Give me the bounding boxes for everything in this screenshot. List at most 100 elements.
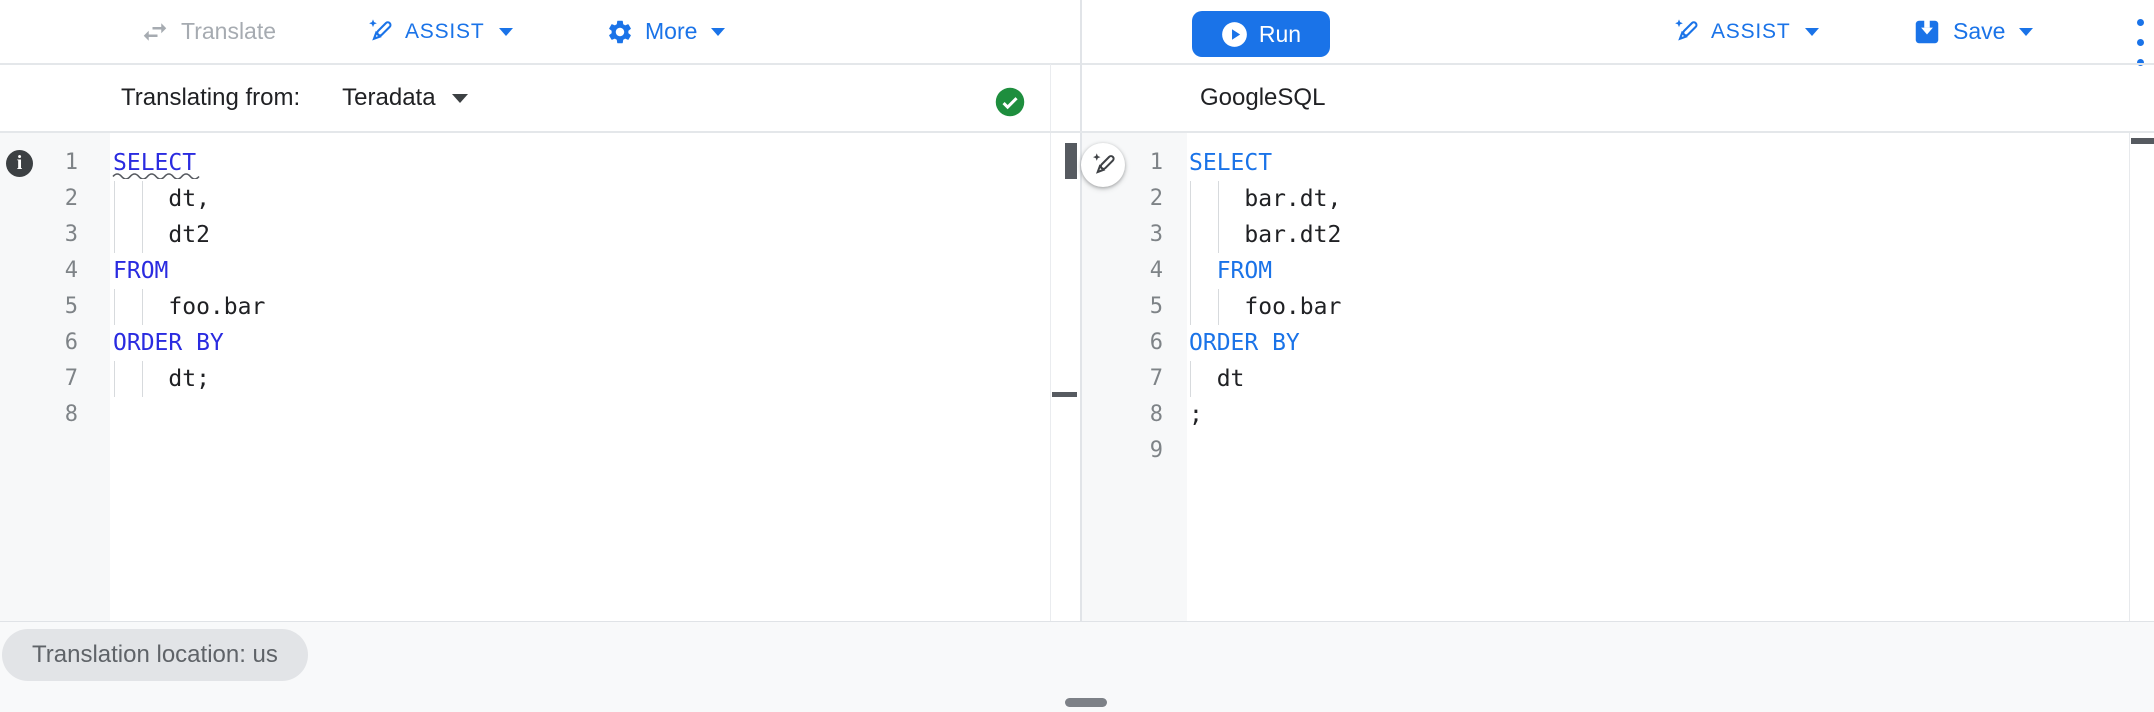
three-dot-vertical-icon: [2137, 19, 2144, 26]
code-line: [1189, 433, 1341, 469]
code-line: bar.dt,: [1189, 181, 1341, 217]
source-vertical-scrollbar-thumb[interactable]: [1065, 143, 1077, 179]
indent-guide: [114, 289, 115, 325]
line-number: 8: [64, 402, 78, 427]
save-dropdown[interactable]: Save: [1912, 0, 2034, 63]
chevron-down-icon: [2019, 27, 2034, 36]
translating-from-label: Translating from:: [121, 84, 301, 111]
indent-guide: [141, 361, 143, 397]
header-divider: [0, 63, 2154, 65]
target-scrollbar-thumb[interactable]: [2131, 138, 2154, 144]
source-horizontal-scrollbar-thumb[interactable]: [1052, 392, 1077, 397]
code-line: ORDER BY: [113, 325, 265, 361]
code-line: SELECT: [112, 145, 265, 181]
code-line: [113, 397, 265, 433]
assist-button-label: ASSIST: [1711, 19, 1791, 43]
swap-horizontal-icon: [143, 22, 167, 41]
line-number: 1: [64, 150, 78, 175]
code-line: FROM: [113, 253, 265, 289]
line-number: 4: [64, 258, 78, 283]
translate-button[interactable]: Translate: [140, 0, 276, 63]
line-number: 2: [64, 186, 78, 211]
code-text: SELECT: [1189, 150, 1273, 176]
code-line: foo.bar: [113, 289, 265, 325]
indent-guide: [141, 217, 143, 253]
assist-dropdown-right[interactable]: ASSIST: [1672, 0, 1819, 63]
translation-location-text: Translation location: us: [32, 641, 278, 668]
line-number: 7: [1149, 366, 1163, 391]
indent-guide: [114, 217, 115, 253]
run-button[interactable]: Run: [1192, 11, 1330, 57]
code-text: bar.dt,: [1189, 186, 1342, 212]
code-text: dt,: [113, 186, 210, 212]
save-icon: [1915, 18, 1939, 43]
code-text: foo.bar: [113, 294, 266, 320]
code-line: ORDER BY: [1189, 325, 1341, 361]
play-circle-icon: [1222, 21, 1247, 47]
assist-dropdown-left[interactable]: ASSIST: [366, 0, 513, 63]
panel-resize-handle[interactable]: [1065, 698, 1107, 707]
code-text: FROM: [1189, 258, 1273, 284]
indent-guide: [1190, 361, 1191, 397]
translation-location-chip: Translation location: us: [2, 629, 308, 681]
code-line: foo.bar: [1189, 289, 1341, 325]
line-number: 6: [64, 330, 78, 355]
indent-guide: [1217, 217, 1219, 253]
code-line: bar.dt2: [1189, 217, 1341, 253]
target-dialect-label: GoogleSQL: [1200, 84, 1326, 111]
dialect-value: Teradata: [342, 84, 436, 111]
code-line: dt,: [113, 181, 265, 217]
chevron-down-icon: [711, 27, 726, 36]
line-number: 9: [1149, 438, 1163, 463]
line-number: 6: [1149, 330, 1163, 355]
footer-bar: Translation location: us: [0, 621, 2154, 712]
code-text: bar.dt2: [1189, 222, 1342, 248]
assist-button-label: ASSIST: [405, 19, 485, 43]
more-dropdown[interactable]: More: [606, 0, 726, 63]
code-text: dt: [1189, 366, 1245, 392]
line-number: 8: [1149, 402, 1163, 427]
indent-guide: [141, 289, 143, 325]
code-text: ORDER BY: [1189, 330, 1300, 356]
indent-guide: [1190, 217, 1191, 253]
code-text: SELECT: [113, 150, 197, 176]
magic-pen-icon: [1092, 152, 1115, 174]
overflow-menu-button[interactable]: [2131, 16, 2150, 69]
indent-guide: [114, 361, 115, 397]
code-text: dt;: [113, 366, 210, 392]
code-text: FROM: [113, 258, 169, 284]
scrollbar-gutter-line-right: [2129, 133, 2130, 621]
indent-guide: [1217, 181, 1219, 217]
code-text: dt2: [113, 222, 210, 248]
gear-icon: [609, 20, 631, 43]
source-dialect-bar: Translating from: Teradata: [121, 65, 468, 131]
dialect-selector[interactable]: Teradata: [342, 84, 468, 112]
code-line: dt;: [113, 361, 265, 397]
green-check-icon: [995, 87, 1025, 117]
scrollbar-gutter-line-left: [1050, 64, 1051, 621]
info-icon[interactable]: i: [6, 150, 33, 177]
translate-button-label: Translate: [181, 18, 277, 44]
target-gutter: [1082, 133, 1187, 621]
line-number: 5: [1149, 294, 1163, 319]
run-button-label: Run: [1258, 20, 1302, 47]
code-line: FROM: [1189, 253, 1341, 289]
line-number: 1: [1149, 150, 1163, 175]
magic-pen-icon: [1675, 18, 1698, 41]
indent-guide: [141, 181, 143, 217]
panel-divider[interactable]: [1080, 0, 1082, 621]
code-line: ;: [1189, 397, 1341, 433]
line-number: 4: [1149, 258, 1163, 283]
line-number: 5: [64, 294, 78, 319]
indent-guide: [1190, 289, 1191, 325]
code-text: foo.bar: [1189, 294, 1342, 320]
line-number: 2: [1149, 186, 1163, 211]
code-text: ORDER BY: [113, 330, 224, 356]
code-line: dt: [1189, 361, 1341, 397]
inline-assist-button[interactable]: [1081, 143, 1125, 187]
save-button-label: Save: [1953, 18, 2006, 44]
